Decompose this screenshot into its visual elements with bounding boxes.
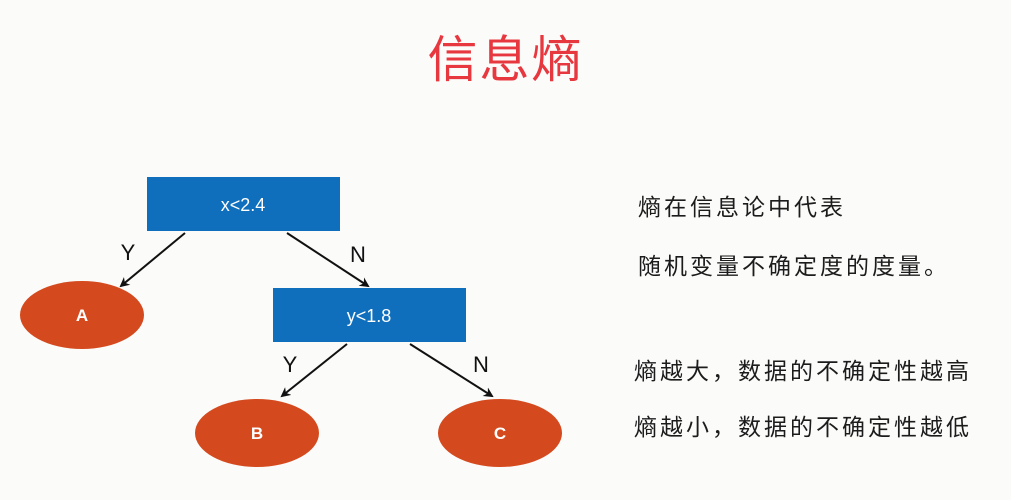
edge-inner-no	[409, 343, 494, 398]
edge-inner-yes	[280, 343, 348, 398]
leaf-node-b	[195, 399, 319, 467]
edge-label-no: N	[350, 242, 366, 267]
leaf-label-b: B	[251, 424, 263, 443]
root-node	[147, 177, 340, 231]
note-line: 熵越小，数据的不确定性越低	[634, 415, 972, 441]
note-line: 随机变量不确定度的度量。	[638, 254, 950, 280]
edge-label-yes: Y	[283, 352, 298, 377]
leaf-label-c: C	[494, 424, 506, 443]
edge-label-yes: Y	[121, 240, 136, 265]
edge-root-yes	[119, 232, 186, 288]
leaf-label-a: A	[76, 306, 88, 325]
slide-title: 信息熵	[427, 31, 584, 89]
edge-root-no	[286, 232, 370, 288]
edge-label-no: N	[473, 352, 489, 377]
inner-node	[273, 288, 466, 342]
note-line: 熵越大，数据的不确定性越高	[634, 359, 972, 385]
note-line: 熵在信息论中代表	[638, 195, 846, 221]
inner-node-label: y<1.8	[347, 306, 392, 326]
leaf-node-a	[20, 281, 144, 349]
leaf-node-c	[438, 399, 562, 467]
root-node-label: x<2.4	[221, 195, 266, 215]
